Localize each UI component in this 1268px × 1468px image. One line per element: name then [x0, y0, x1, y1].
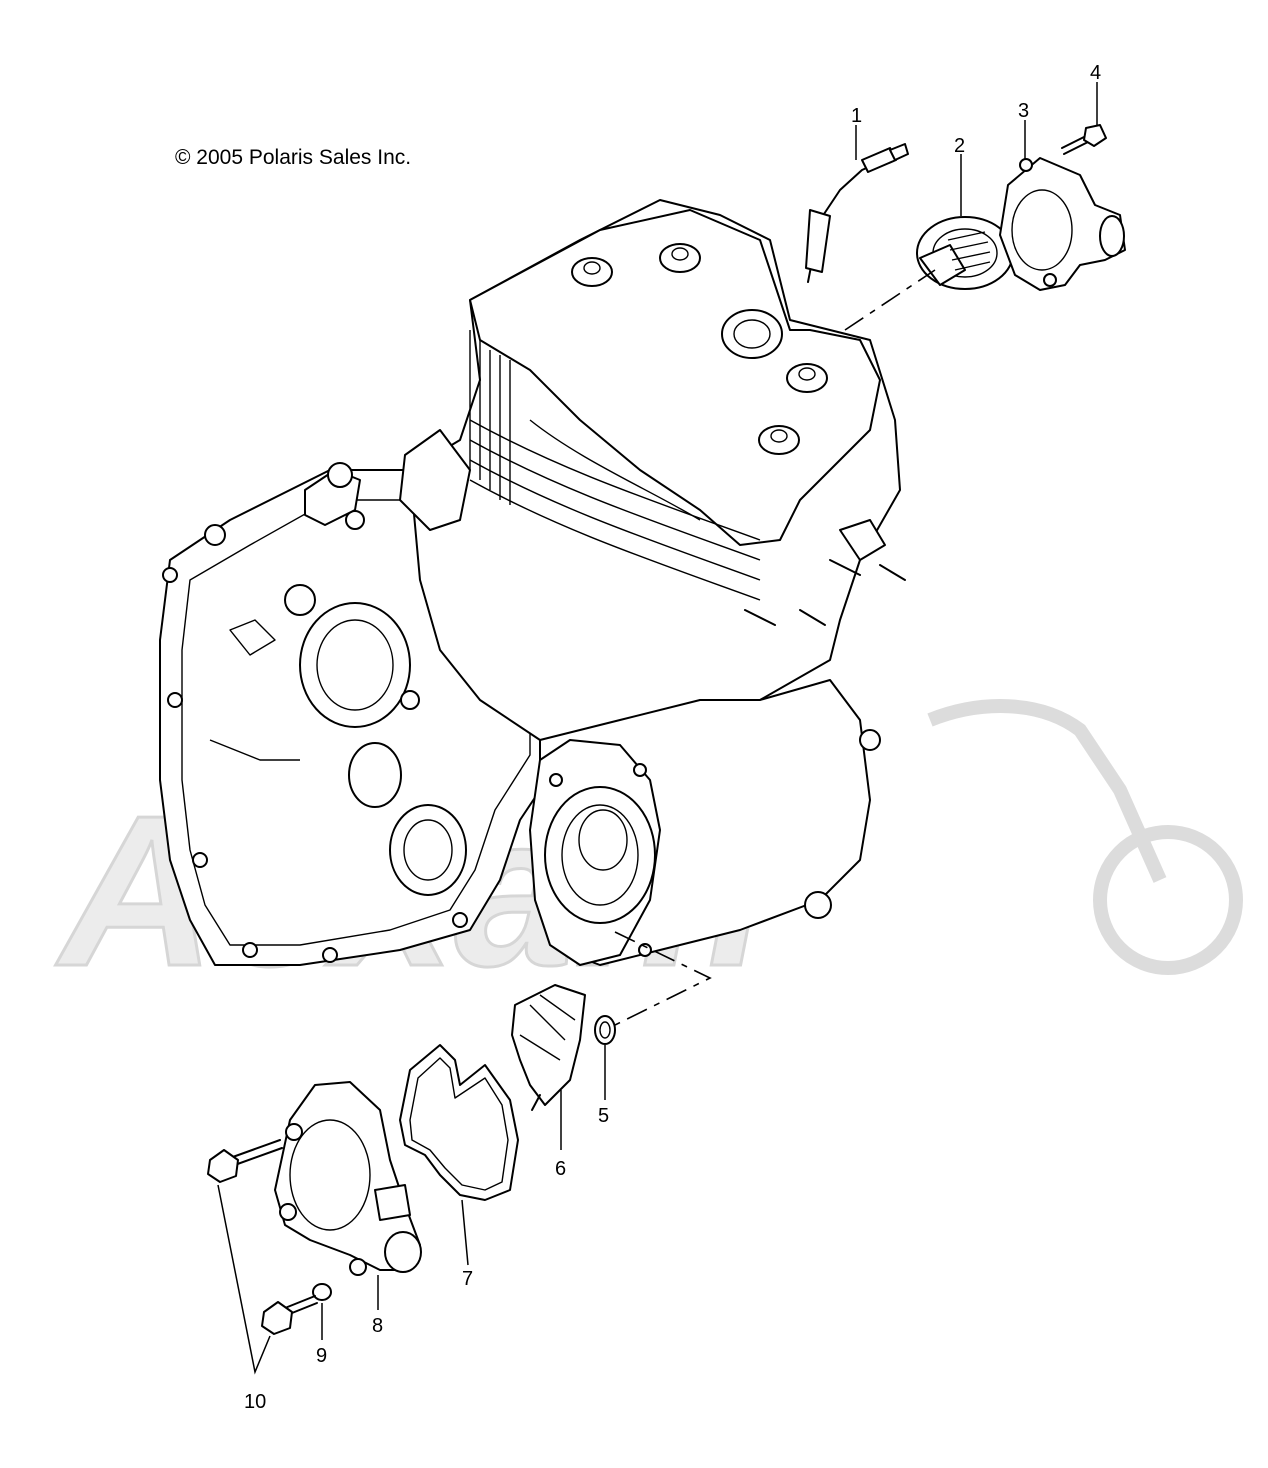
- part-7-gasket: [399, 1044, 519, 1266]
- part-8-pump-cover: [274, 1081, 422, 1310]
- watermark-wheel: [1093, 825, 1243, 975]
- lower-case: [529, 679, 881, 966]
- watermark-bike-frame: [927, 699, 1167, 883]
- part-3-housing: [999, 120, 1126, 291]
- part-4-bolt: [1061, 82, 1107, 155]
- callout-8: 8: [372, 1315, 383, 1337]
- copyright-notice: © 2005 Polaris Sales Inc.: [175, 146, 412, 169]
- cylinder-head: [399, 199, 906, 781]
- dash-line-2: [844, 269, 936, 331]
- callout-4: 4: [1090, 62, 1101, 84]
- part-1-sensor: [805, 125, 909, 283]
- callout-2: 2: [954, 135, 965, 157]
- callout-1: 1: [851, 105, 862, 127]
- callout-3: 3: [1018, 100, 1029, 122]
- dash-line-5: [614, 931, 712, 1026]
- callout-5: 5: [598, 1105, 609, 1127]
- part-10-bolts: [207, 1139, 318, 1375]
- callout-7: 7: [462, 1268, 473, 1290]
- part-5-seal: [594, 1015, 616, 1100]
- part-2-thermostat: [916, 154, 1014, 290]
- callout-6: 6: [555, 1158, 566, 1180]
- part-9-washer: [312, 1283, 332, 1340]
- part-6-impeller: [511, 984, 586, 1150]
- callout-9: 9: [316, 1345, 327, 1367]
- callout-10: 10: [244, 1391, 266, 1413]
